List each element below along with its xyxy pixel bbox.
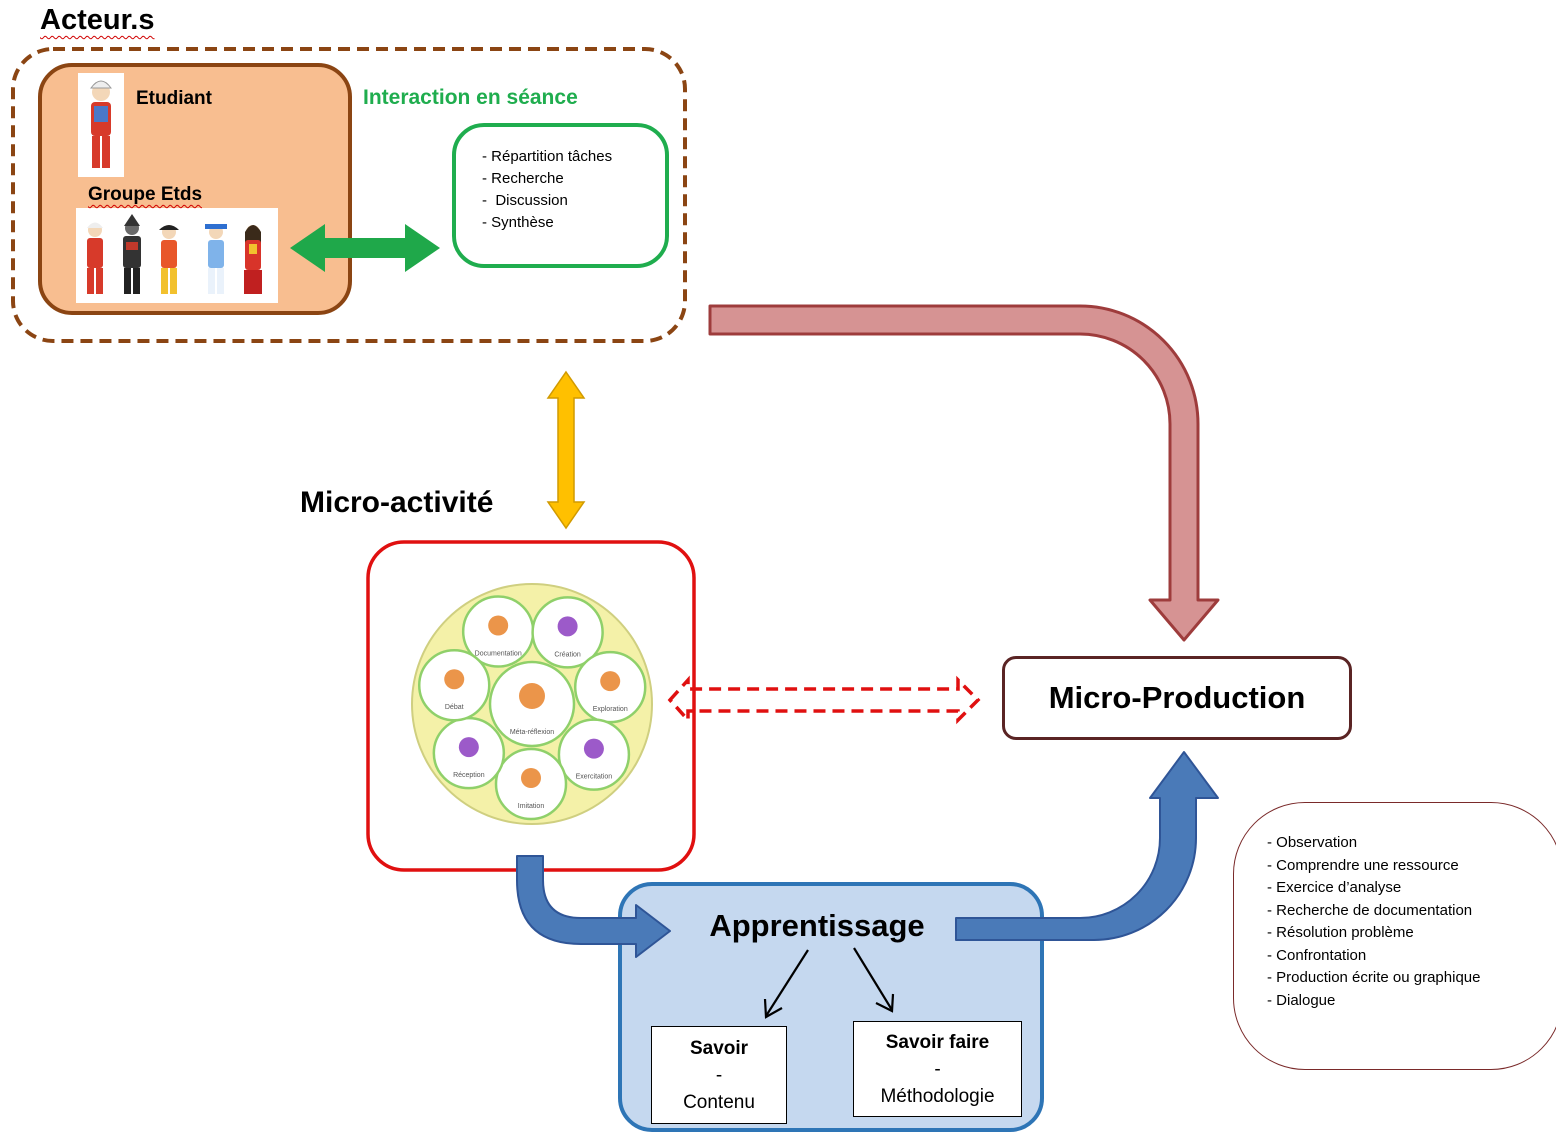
wheel-activity-label: Exercitation	[576, 774, 613, 781]
wheel-figure-icon	[600, 671, 621, 692]
activity-item: - Production écrite ou graphique	[1267, 969, 1481, 986]
acteurs-title: Acteur.s	[40, 4, 155, 36]
savoir-faire-title: Savoir faire	[885, 1031, 990, 1053]
pink-curved-arrow	[708, 304, 1220, 642]
savoir-sub: Contenu	[683, 1091, 755, 1113]
interaction-title: Interaction en séance	[363, 86, 578, 109]
apprentissage-title: Apprentissage	[709, 908, 925, 943]
green-double-arrow	[290, 224, 440, 272]
wheel-figure-icon	[557, 616, 578, 637]
wheel-activity-label: Imitation	[518, 803, 545, 810]
wheel-figure-icon	[444, 669, 465, 690]
activity-wheel: Documentation CréationExplorationExercita…	[411, 583, 653, 825]
wheel-activity-label: Exploration	[593, 706, 628, 713]
wheel-figure-icon	[488, 615, 509, 636]
interaction-box	[452, 123, 669, 268]
activity-item: - Confrontation	[1267, 946, 1367, 964]
activity-item: - Résolution problème	[1267, 924, 1414, 941]
wheel-center-label: Méta-réflexion	[510, 729, 554, 736]
acteurs-dashed-frame	[11, 47, 687, 343]
wheel-figure-icon	[458, 737, 479, 758]
wheel-activity-label: Documentation	[475, 650, 522, 657]
micro-activite-title: Micro-activité	[300, 486, 494, 519]
interaction-item: - Discussion	[482, 192, 568, 209]
interaction-item: - Synthèse	[482, 214, 554, 231]
groupe-figures	[76, 208, 278, 303]
wheel-activity-label: Réception	[453, 772, 485, 779]
blue-arrow-to-micro-production	[955, 751, 1219, 941]
savoir-connector-arrow	[763, 949, 809, 1019]
groupe-label: Groupe Etds	[88, 184, 203, 205]
activities-list: - Observation - Comprendre une ressource…	[1267, 832, 1480, 1012]
etudiant-label: Etudiant	[136, 88, 212, 109]
wheel-activity-label: Débat	[445, 704, 464, 711]
interaction-list: - Répartition tâches - Recherche - Discu…	[482, 146, 612, 234]
savoir-dash: -	[715, 1064, 723, 1086]
red-dashed-double-arrow	[667, 675, 981, 725]
wheel-center-figure-icon	[519, 683, 545, 709]
savoir-faire-dash: -	[934, 1058, 941, 1080]
wheel-activity-label: Création	[554, 651, 581, 658]
activity-item: - Comprendre une ressource	[1267, 856, 1459, 874]
micro-production-title: Micro-Production	[1048, 680, 1306, 715]
interaction-item: - Répartition tâches	[482, 148, 613, 165]
activity-item: - Dialogue	[1267, 991, 1336, 1009]
activity-item: - Exercice d’analyse	[1267, 879, 1402, 896]
savoir-faire-sub: Méthodologie	[880, 1085, 995, 1107]
activity-item: - Recherche de documentation	[1267, 901, 1473, 919]
interaction-item: - Recherche	[482, 170, 564, 187]
savoir-faire-box: Savoir faire - Méthodologie	[853, 1021, 1022, 1117]
savoir-box: Savoir - Contenu	[651, 1026, 787, 1124]
activities-box	[1233, 802, 1556, 1070]
etudiant-figure	[78, 73, 124, 177]
blue-arrow-to-apprentissage	[516, 855, 671, 958]
savoir-faire-connector-arrow	[853, 947, 895, 1013]
savoir-title: Savoir	[689, 1037, 749, 1059]
activity-item: - Observation	[1267, 834, 1358, 851]
wheel-figure-icon	[583, 738, 604, 759]
wheel-figure-icon	[521, 767, 542, 788]
micro-production-box: Micro-Production	[1002, 656, 1352, 740]
yellow-double-arrow	[546, 370, 586, 530]
